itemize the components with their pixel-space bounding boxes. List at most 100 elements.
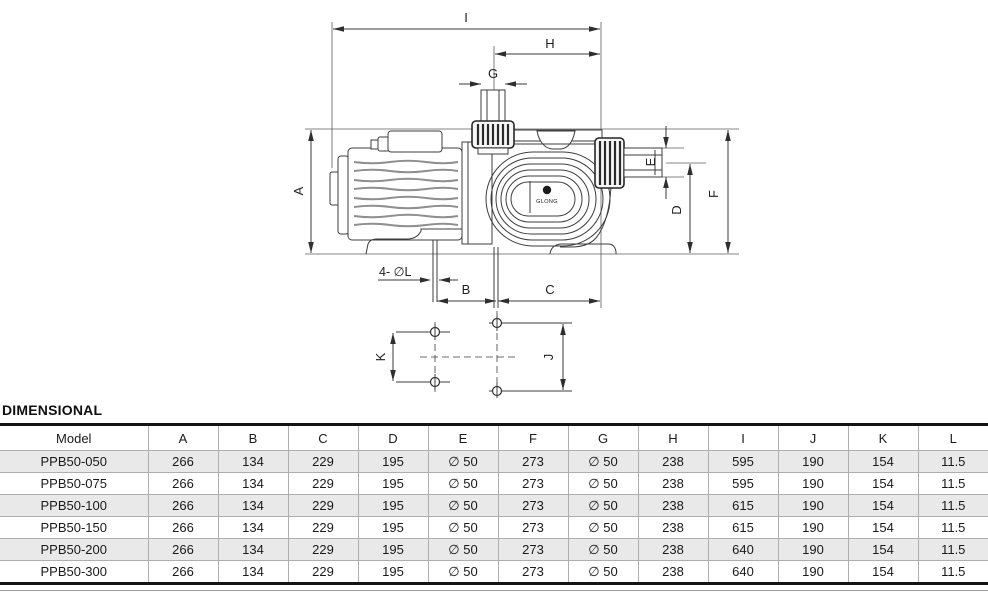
- value-cell: 229: [287, 538, 359, 561]
- value-cell: 615: [707, 516, 779, 539]
- dim-label-a: A: [291, 186, 306, 195]
- value-cell: ∅ 50: [427, 538, 499, 561]
- column-header-j: J: [777, 424, 849, 451]
- bolt-hole-callout: 4- ∅L: [378, 265, 458, 283]
- value-cell: 229: [287, 450, 359, 473]
- value-cell: 238: [637, 472, 709, 495]
- column-header-c: C: [287, 424, 359, 451]
- bottom-rule: [0, 590, 988, 591]
- value-cell: 195: [357, 538, 429, 561]
- column-header-f: F: [497, 424, 569, 451]
- dimension-G: G: [459, 66, 527, 87]
- value-cell: 195: [357, 560, 429, 584]
- table-header-row: Model A B C D E F G H I J K L: [0, 424, 988, 451]
- dimension-J: J: [541, 324, 566, 390]
- value-cell: ∅ 50: [427, 494, 499, 517]
- dimension-E: E: [643, 126, 669, 199]
- value-cell: 238: [637, 494, 709, 517]
- value-cell: ∅ 50: [567, 538, 639, 561]
- value-cell: 190: [777, 494, 849, 517]
- model-cell: PPB50-200: [0, 538, 149, 561]
- value-cell: 11.5: [917, 472, 988, 495]
- dim-label-g: G: [488, 66, 498, 81]
- value-cell: ∅ 50: [567, 494, 639, 517]
- value-cell: 273: [497, 494, 569, 517]
- column-header-i: I: [707, 424, 779, 451]
- column-header-d: D: [357, 424, 429, 451]
- value-cell: 154: [847, 560, 919, 584]
- model-cell: PPB50-300: [0, 560, 149, 584]
- value-cell: 229: [287, 560, 359, 584]
- dim-label-e: E: [643, 157, 658, 166]
- model-cell: PPB50-100: [0, 494, 149, 517]
- column-header-g: G: [567, 424, 639, 451]
- column-header-a: A: [147, 424, 219, 451]
- value-cell: 154: [847, 472, 919, 495]
- dimension-C: C: [498, 282, 600, 304]
- value-cell: 595: [707, 450, 779, 473]
- dim-label-k: K: [373, 352, 388, 361]
- value-cell: 238: [637, 538, 709, 561]
- value-cell: 154: [847, 494, 919, 517]
- pump-dimension-diagram: GLONG I: [291, 10, 739, 398]
- dim-label-j: J: [541, 354, 556, 361]
- value-cell: ∅ 50: [427, 516, 499, 539]
- column-header-e: E: [427, 424, 499, 451]
- value-cell: 273: [497, 472, 569, 495]
- value-cell: 190: [777, 538, 849, 561]
- value-cell: 154: [847, 516, 919, 539]
- dim-label-h: H: [545, 36, 554, 51]
- value-cell: 266: [147, 450, 219, 473]
- dimension-F: F: [706, 130, 731, 253]
- value-cell: 134: [217, 450, 289, 473]
- value-cell: 640: [707, 538, 779, 561]
- value-cell: 11.5: [917, 450, 988, 473]
- column-header-b: B: [217, 424, 289, 451]
- value-cell: 134: [217, 494, 289, 517]
- model-cell: PPB50-050: [0, 450, 149, 473]
- value-cell: 595: [707, 472, 779, 495]
- value-cell: 640: [707, 560, 779, 584]
- column-header-h: H: [637, 424, 709, 451]
- value-cell: 11.5: [917, 560, 988, 584]
- value-cell: 154: [847, 538, 919, 561]
- dimension-H: H: [495, 36, 600, 57]
- dim-label-f: F: [706, 190, 721, 198]
- value-cell: 11.5: [917, 516, 988, 539]
- value-cell: 11.5: [917, 538, 988, 561]
- section-title: DIMENSIONAL: [2, 402, 103, 418]
- value-cell: ∅ 50: [567, 472, 639, 495]
- value-cell: 190: [777, 560, 849, 584]
- value-cell: 134: [217, 538, 289, 561]
- value-cell: 195: [357, 472, 429, 495]
- dim-label-d: D: [669, 205, 684, 214]
- value-cell: 229: [287, 516, 359, 539]
- value-cell: ∅ 50: [567, 516, 639, 539]
- value-cell: 273: [497, 450, 569, 473]
- value-cell: 238: [637, 516, 709, 539]
- model-cell: PPB50-075: [0, 472, 149, 495]
- value-cell: 273: [497, 560, 569, 584]
- model-cell: PPB50-150: [0, 516, 149, 539]
- dimension-D: D: [669, 164, 693, 253]
- dim-label-i: I: [464, 10, 468, 25]
- column-header-model: Model: [0, 424, 149, 451]
- value-cell: 266: [147, 538, 219, 561]
- value-cell: 195: [357, 494, 429, 517]
- value-cell: ∅ 50: [567, 560, 639, 584]
- value-cell: 266: [147, 560, 219, 584]
- dimension-I: I: [333, 10, 600, 32]
- logo-dot: [542, 185, 552, 195]
- dim-label-b: B: [462, 282, 471, 297]
- value-cell: 154: [847, 450, 919, 473]
- value-cell: 266: [147, 516, 219, 539]
- value-cell: ∅ 50: [427, 560, 499, 584]
- value-cell: 273: [497, 516, 569, 539]
- value-cell: 266: [147, 494, 219, 517]
